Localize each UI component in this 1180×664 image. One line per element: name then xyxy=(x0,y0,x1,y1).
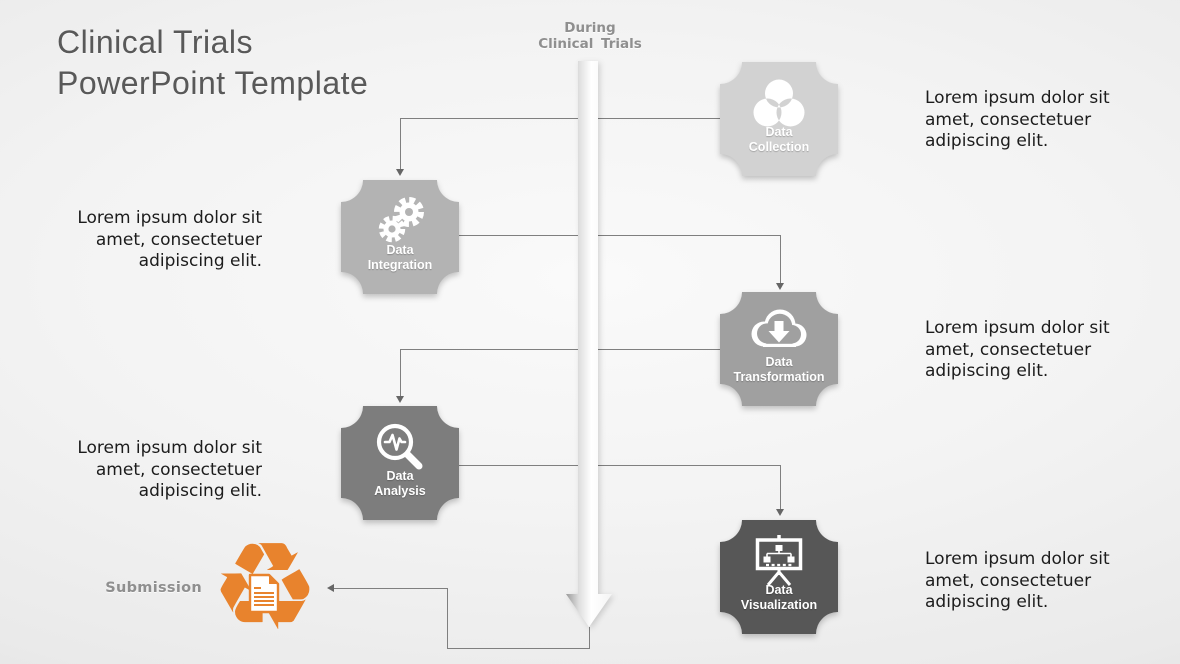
connector-line xyxy=(589,627,590,649)
annotation-text: Lorem ipsum dolor sit amet, consectetuer… xyxy=(925,549,1110,612)
badge-label: Data Integration xyxy=(367,243,433,272)
badge-data-visualization: Data Visualization xyxy=(720,520,838,634)
badge-label: Data Transformation xyxy=(733,355,825,384)
connector-line xyxy=(400,118,720,119)
cloud-download-icon xyxy=(751,309,807,347)
badge-data-transformation: Data Transformation xyxy=(720,292,838,406)
connector-line xyxy=(400,349,720,350)
connector-line xyxy=(780,235,781,284)
connector-arrowhead xyxy=(396,169,404,176)
plaque-shape xyxy=(341,180,459,294)
submission-label: Submission xyxy=(105,580,202,596)
badge-label: Data Visualization xyxy=(740,583,818,612)
badge-label: Data Analysis xyxy=(374,469,426,498)
plaque-shape xyxy=(720,62,838,176)
connector-line xyxy=(458,465,780,466)
presentation-chart-icon xyxy=(755,535,803,586)
plaque-shape xyxy=(341,406,459,520)
connector-arrowhead xyxy=(776,283,784,290)
annotation-text: Lorem ipsum dolor sit amet, consectetuer… xyxy=(925,88,1110,151)
document-icon xyxy=(248,573,280,618)
venn-diagram-icon xyxy=(753,79,805,127)
annotation-text: Lorem ipsum dolor sit amet, consectetuer… xyxy=(77,208,262,271)
connector-arrowhead xyxy=(396,396,404,403)
magnifier-pulse-icon xyxy=(376,423,423,470)
badge-data-analysis: Data Analysis xyxy=(341,406,459,520)
timeline-down-arrow-icon xyxy=(565,61,613,633)
timeline-label: During Clinical Trials xyxy=(538,20,642,52)
connector-line xyxy=(400,118,401,170)
badge-data-integration: Data Integration xyxy=(341,180,459,294)
plaque-shape xyxy=(720,292,838,406)
connector-arrowhead xyxy=(327,584,334,592)
connector-line xyxy=(400,349,401,397)
gears-icon xyxy=(378,197,424,243)
connector-arrowhead xyxy=(776,509,784,516)
annotation-text: Lorem ipsum dolor sit amet, consectetuer… xyxy=(925,318,1110,381)
connector-line xyxy=(458,235,780,236)
badge-data-collection: Data Collection xyxy=(720,62,838,176)
connector-line xyxy=(780,465,781,511)
connector-line xyxy=(447,588,448,649)
connector-line xyxy=(447,648,590,649)
annotation-text: Lorem ipsum dolor sit amet, consectetuer… xyxy=(77,438,262,501)
connector-line xyxy=(334,588,447,589)
page-title: Clinical Trials PowerPoint Template xyxy=(57,24,369,101)
badge-label: Data Collection xyxy=(748,125,810,154)
plaque-shape xyxy=(720,520,838,634)
